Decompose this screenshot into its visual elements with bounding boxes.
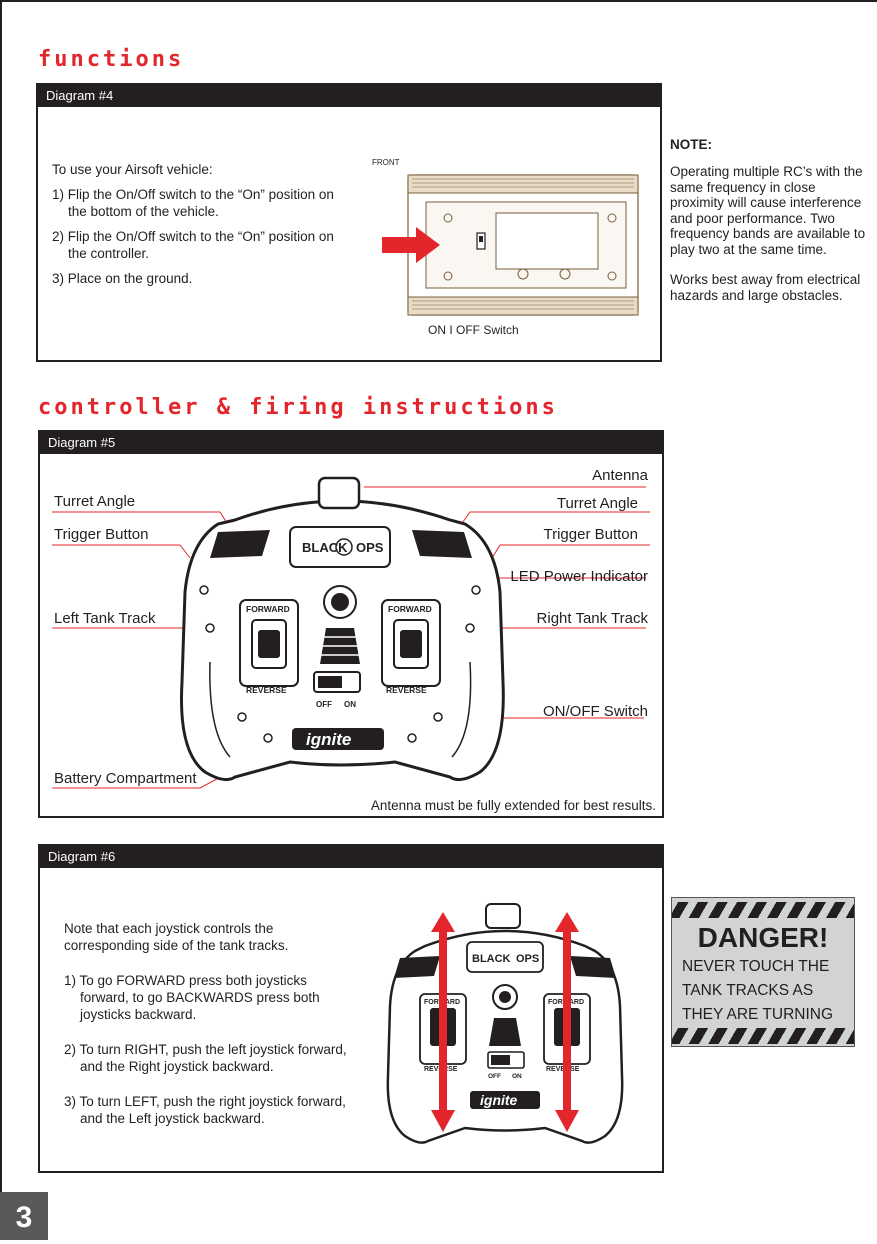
- label-turret-right: Turret Angle: [556, 495, 638, 512]
- diagram-6-label: Diagram #6: [40, 846, 662, 868]
- antenna-footnote: Antenna must be fully extended for best …: [370, 798, 656, 813]
- danger-line-3: THEY ARE TURNING: [682, 1006, 834, 1023]
- note-heading: NOTE:: [670, 137, 712, 152]
- front-label: FRONT: [372, 158, 400, 167]
- label-trigger-left: Trigger Button: [54, 526, 149, 543]
- label-onoff-switch: ON/OFF Switch: [542, 703, 648, 720]
- joystick-intro: Note that each joystick controls the cor…: [64, 921, 289, 953]
- joystick-step-3: 3) To turn LEFT, push the right joystick…: [64, 1094, 346, 1126]
- d6-ignite-logo: ignite: [480, 1092, 518, 1108]
- d6-on-text: ON: [512, 1073, 522, 1080]
- page-number: 3: [0, 1192, 48, 1240]
- on-text: ON: [344, 700, 356, 709]
- joystick-step-2: 2) To turn RIGHT, push the left joystick…: [64, 1042, 347, 1074]
- diagram-5-panel: Diagram #5 BLACK OPS: [38, 430, 664, 818]
- note-paragraph-1: Operating multiple RC’s with the same fr…: [670, 164, 866, 257]
- diagram-4-panel: Diagram #4 To use your Airsoft vehicle: …: [36, 83, 662, 362]
- label-antenna: Antenna: [592, 467, 648, 484]
- joystick-instructions: Note that each joystick controls the cor…: [64, 920, 354, 1135]
- diagram-4-label: Diagram #4: [38, 85, 660, 107]
- ignite-logo: ignite: [306, 730, 351, 749]
- label-right-track: Right Tank Track: [536, 610, 648, 627]
- note-paragraph-2: Works best away from electrical hazards …: [670, 272, 861, 303]
- page-left-rule: [0, 0, 2, 1240]
- functions-instructions: To use your Airsoft vehicle: 1) Flip the…: [52, 161, 342, 295]
- d6-brand-left-text: BLACK: [472, 953, 511, 965]
- danger-line-2: TANK TRACKS AS: [682, 982, 814, 999]
- led-indicator-icon: [331, 593, 349, 611]
- skull-icon: [335, 538, 353, 556]
- label-battery: Battery Compartment: [54, 770, 197, 787]
- brand-right-text: OPS: [356, 540, 384, 555]
- joystick-step-1: 1) To go FORWARD press both joysticks fo…: [64, 973, 320, 1022]
- controller-title: controller & firing instructions: [38, 395, 558, 420]
- label-led: LED Power Indicator: [510, 568, 648, 585]
- diagram-6-panel: Diagram #6 Note that each joystick contr…: [38, 844, 664, 1173]
- hazard-stripe-top: [672, 902, 854, 918]
- label-turret-left: Turret Angle: [54, 493, 136, 510]
- left-forward-text: FORWARD: [246, 604, 290, 614]
- vehicle-bottom-illustration: [407, 174, 639, 316]
- functions-step-1: 1) Flip the On/Off switch to the “On” po…: [52, 187, 334, 219]
- label-trigger-right: Trigger Button: [543, 526, 639, 543]
- danger-text: NEVER TOUCH THE TANK TRACKS AS THEY ARE …: [682, 955, 833, 1027]
- brand-left-text: BLACK: [302, 540, 348, 555]
- joystick-direction-arrows: [431, 912, 579, 1132]
- functions-step-2: 2) Flip the On/Off switch to the “On” po…: [52, 229, 334, 261]
- d6-off-text: OFF: [488, 1073, 501, 1080]
- label-left-track: Left Tank Track: [54, 610, 156, 627]
- right-forward-text: FORWARD: [388, 604, 432, 614]
- joystick-controller-illustration: BLACK OPS FORWARD FORWARD REVERSE REVERS…: [386, 903, 624, 1144]
- red-arrow-icon: [382, 227, 440, 263]
- right-reverse-text: REVERSE: [386, 685, 427, 695]
- page-top-rule: [0, 0, 877, 2]
- d6-brand-right-text: OPS: [516, 953, 539, 965]
- functions-title: functions: [38, 47, 185, 72]
- controller-illustration: BLACK OPS FORWARD REVERSE FORWARD REVERS…: [52, 476, 650, 789]
- danger-title: DANGER!: [697, 922, 829, 953]
- note-body: Operating multiple RC’s with the same fr…: [670, 164, 870, 318]
- danger-warning-box: DANGER! NEVER TOUCH THE TANK TRACKS AS T…: [671, 897, 855, 1047]
- functions-step-3: 3) Place on the ground.: [52, 271, 193, 286]
- danger-line-1: NEVER TOUCH THE: [682, 958, 830, 975]
- left-reverse-text: REVERSE: [246, 685, 287, 695]
- hazard-stripe-bottom: [672, 1028, 854, 1044]
- switch-label: ON I OFF Switch: [428, 323, 519, 337]
- diagram-5-label: Diagram #5: [40, 432, 662, 454]
- d6-right-reverse-text: REVERSE: [546, 1066, 580, 1073]
- off-text: OFF: [316, 700, 332, 709]
- functions-intro: To use your Airsoft vehicle:: [52, 162, 213, 177]
